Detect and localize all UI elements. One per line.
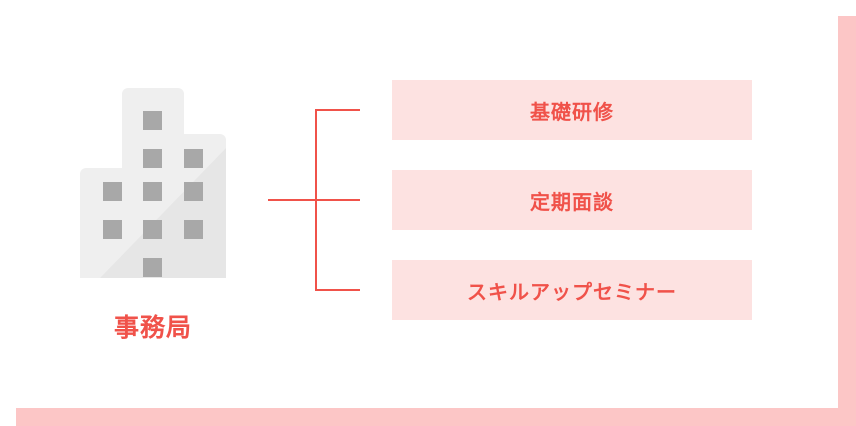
- office-building-icon: [80, 88, 226, 278]
- diagram-card: 事務局 基礎研修 定期面談 スキルアップセミナー: [80, 80, 752, 342]
- program-label: 基礎研修: [530, 99, 614, 124]
- program-label: スキルアップセミナー: [467, 279, 677, 304]
- connector-lines: [268, 109, 360, 291]
- program-box-basic-training: 基礎研修: [392, 80, 752, 140]
- program-label: 定期面談: [530, 189, 614, 214]
- frame-shadow-bottom: [16, 408, 856, 426]
- program-box-regular-interview: 定期面談: [392, 170, 752, 230]
- frame-shadow-right: [838, 16, 856, 426]
- office-label: 事務局: [113, 313, 192, 342]
- program-box-skill-up-seminar: スキルアップセミナー: [392, 260, 752, 320]
